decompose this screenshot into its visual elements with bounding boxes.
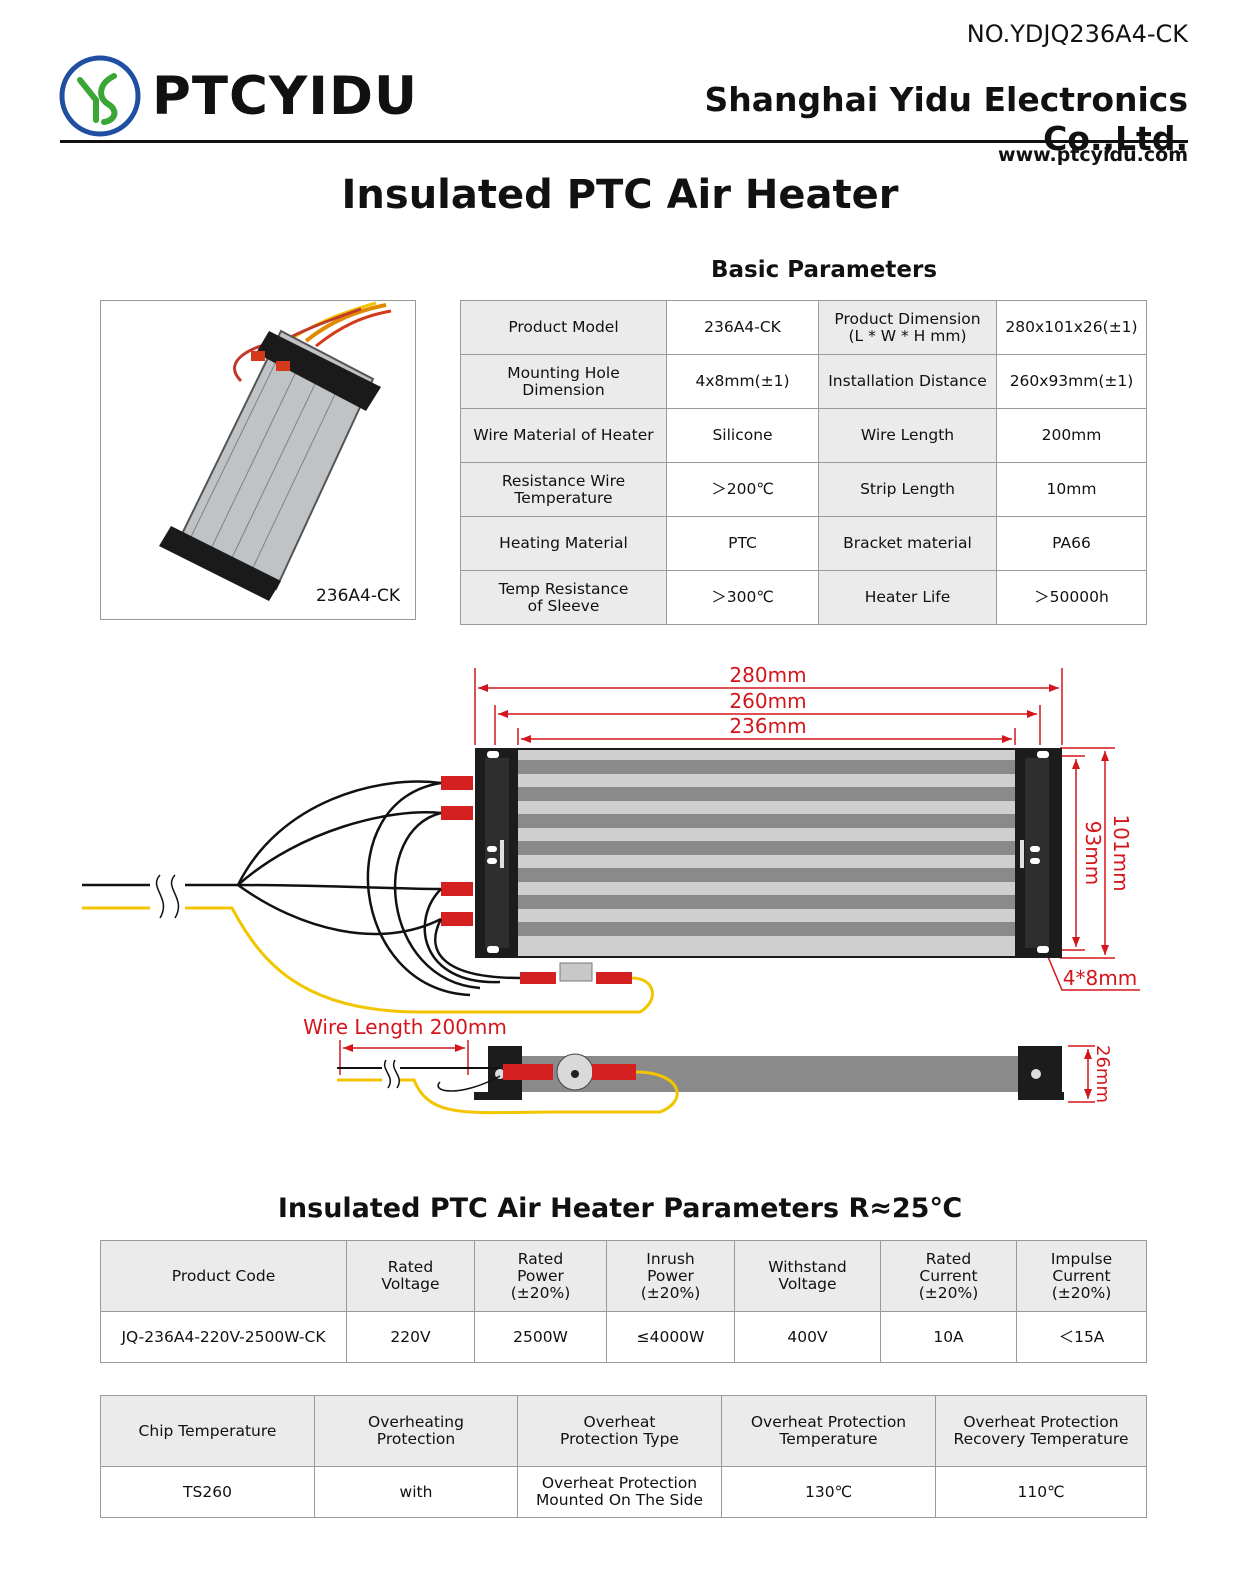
table-cell: Heater Life [818, 570, 997, 625]
table-cell: 10mm [996, 462, 1147, 517]
dim-wire-length: Wire Length 200mm [303, 1015, 507, 1039]
table-cell: ＞200℃ [666, 462, 819, 517]
sensor-wire-top-view [82, 906, 654, 1014]
table-cell: PTC [666, 516, 819, 571]
table-cell: 4x8mm(±1) [666, 354, 819, 409]
table-cell: Overheat Protection Mounted On The Side [517, 1466, 722, 1518]
protection-parameters-table: Chip Temperature Overheating Protection … [100, 1395, 1147, 1518]
table-cell: 220V [346, 1311, 475, 1363]
table-cell: 400V [734, 1311, 881, 1363]
table-cell: Product Model [460, 300, 667, 355]
table-cell: Wire Length [818, 408, 997, 463]
column-header: Overheat Protection Recovery Temperature [935, 1395, 1147, 1467]
table-cell: 2500W [474, 1311, 607, 1363]
column-header: Rated Voltage [346, 1240, 475, 1312]
table-cell: Installation Distance [818, 354, 997, 409]
table-row: Temp Resistance of Sleeve ＞300℃ Heater L… [460, 570, 1147, 625]
column-header: Inrush Power (±20%) [606, 1240, 735, 1312]
table-cell: 10A [880, 1311, 1017, 1363]
table-cell: 260x93mm(±1) [996, 354, 1147, 409]
table-cell: 236A4-CK [666, 300, 819, 355]
electrical-parameters-table: Product Code Rated Voltage Rated Power (… [100, 1240, 1147, 1363]
arrowheads [343, 684, 1109, 1099]
product-photo [100, 300, 416, 620]
photo-caption: 236A4-CK [315, 586, 400, 606]
page-title: Insulated PTC Air Heater [341, 172, 899, 218]
table-cell: Mounting Hole Dimension [460, 354, 667, 409]
table-header-row: Product Code Rated Voltage Rated Power (… [100, 1240, 1147, 1312]
brand-name: PTCYIDU [152, 66, 419, 127]
table-cell: Product Dimension (L * W * H mm) [818, 300, 997, 355]
table-cell: Heating Material [460, 516, 667, 571]
column-header: Overheating Protection [314, 1395, 518, 1467]
length-dimension-lines [339, 668, 1140, 1103]
table-cell: 280x101x26(±1) [996, 300, 1147, 355]
table-cell: Silicone [666, 408, 819, 463]
dim-length-total: 280mm [729, 663, 806, 687]
table-row: Mounting Hole Dimension 4x8mm(±1) Instal… [460, 354, 1147, 409]
table-cell: ＞300℃ [666, 570, 819, 625]
wires-top-view [82, 780, 521, 997]
heater-top-view [441, 748, 1062, 984]
heater-illustration [159, 301, 392, 601]
table-row: Heating Material PTC Bracket material PA… [460, 516, 1147, 571]
wire-break-symbol [155, 874, 180, 919]
document-number: NO.YDJQ236A4-CK [966, 20, 1188, 48]
company-name: Shanghai Yidu Electronics Co.,Ltd. [704, 80, 1188, 158]
table-row: Wire Material of Heater Silicone Wire Le… [460, 408, 1147, 463]
table-cell: Resistance Wire Temperature [460, 462, 667, 517]
table-cell: TS260 [100, 1466, 315, 1518]
table-cell: 110℃ [935, 1466, 1147, 1518]
table-cell: ≤4000W [606, 1311, 735, 1363]
website-link[interactable]: www.ptcyidu.com [998, 144, 1188, 166]
column-header: Overheat Protection Type [517, 1395, 722, 1467]
basic-parameters-table: Product Model 236A4-CK Product Dimension… [460, 300, 1147, 625]
dim-height: 26mm [1092, 1045, 1113, 1103]
table-cell: 200mm [996, 408, 1147, 463]
table-row: Product Model 236A4-CK Product Dimension… [460, 300, 1147, 355]
dimension-drawing: 280mm 260mm 236mm 93mm 101mm 4*8mm Wire … [82, 663, 1140, 1115]
table-cell: ＞50000h [996, 570, 1147, 625]
company-logo [59, 55, 141, 137]
column-header: Chip Temperature [100, 1395, 315, 1467]
table-row: JQ-236A4-220V-2500W-CK 220V 2500W ≤4000W… [100, 1311, 1147, 1363]
heater-side-view [474, 1046, 1064, 1100]
table-header-row: Chip Temperature Overheating Protection … [100, 1395, 1147, 1467]
table-cell: with [314, 1466, 518, 1518]
table-cell: JQ-236A4-220V-2500W-CK [100, 1311, 347, 1363]
dim-width-install: 93mm [1081, 821, 1105, 885]
column-header: Rated Current (±20%) [880, 1240, 1017, 1312]
table-row: TS260 with Overheat Protection Mounted O… [100, 1466, 1147, 1518]
table-cell: 130℃ [721, 1466, 936, 1518]
table-cell: Temp Resistance of Sleeve [460, 570, 667, 625]
dim-mounting-hole: 4*8mm [1063, 966, 1137, 990]
column-header: Impulse Current (±20%) [1016, 1240, 1147, 1312]
column-header: Withstand Voltage [734, 1240, 881, 1312]
parameters-title: Insulated PTC Air Heater Parameters R≈25… [277, 1193, 963, 1224]
dim-length-core: 236mm [729, 714, 806, 738]
table-cell: Wire Material of Heater [460, 408, 667, 463]
table-row: Resistance Wire Temperature ＞200℃ Strip … [460, 462, 1147, 517]
wires-side-view [337, 1059, 679, 1115]
table-cell: ＜15A [1016, 1311, 1147, 1363]
table-cell: PA66 [996, 516, 1147, 571]
column-header: Product Code [100, 1240, 347, 1312]
dim-width-total: 101mm [1109, 814, 1133, 891]
dim-length-install: 260mm [729, 689, 806, 713]
table-cell: Bracket material [818, 516, 997, 571]
basic-parameters-title: Basic Parameters [710, 257, 938, 283]
table-cell: Strip Length [818, 462, 997, 517]
column-header: Rated Power (±20%) [474, 1240, 607, 1312]
header-divider [60, 140, 1188, 143]
column-header: Overheat Protection Temperature [721, 1395, 936, 1467]
